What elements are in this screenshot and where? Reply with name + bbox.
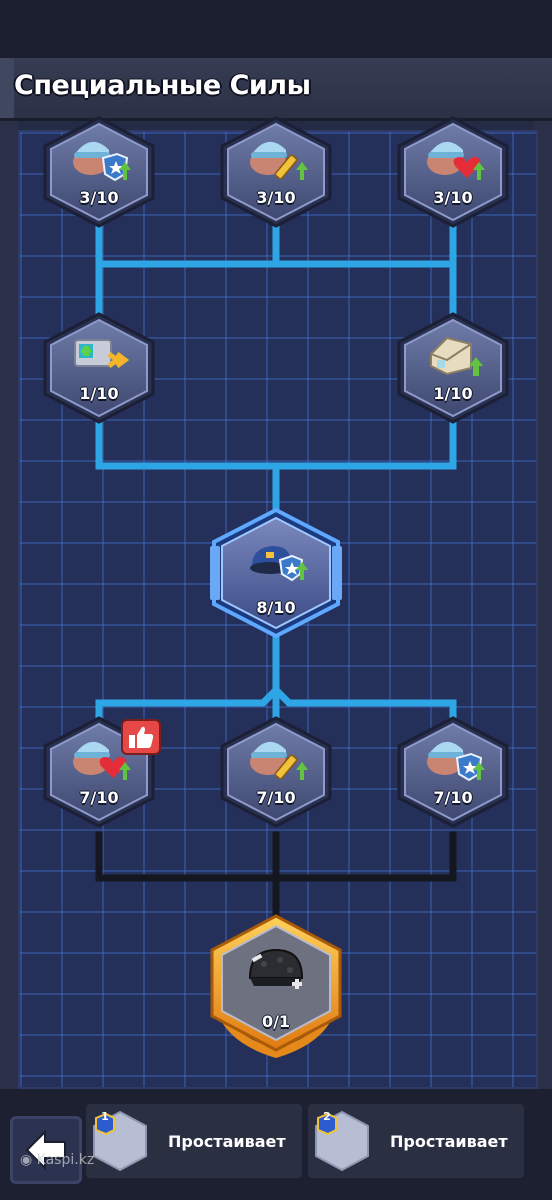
header-accent <box>0 58 14 118</box>
node-level: 1/10 <box>79 384 119 403</box>
building-upgrade-icon <box>430 336 483 376</box>
helmet-fist-sword-icon <box>250 741 308 780</box>
helmet-fist-shield-icon <box>427 741 485 782</box>
builder-slot-2[interactable]: 2 Простаивает <box>308 1104 524 1178</box>
node-level: 7/10 <box>256 788 296 807</box>
helmet-fist-heart-icon <box>73 741 131 780</box>
supply-crate-speed-icon <box>74 339 130 368</box>
builder-slot-1[interactable]: 1 Простаивает <box>86 1104 302 1178</box>
skill-node-center[interactable]: 8/10 <box>210 508 342 638</box>
node-level: 0/1 <box>261 1012 291 1031</box>
skill-node-r4-mid[interactable]: 7/10 <box>218 716 334 828</box>
officer-cap-shield-icon <box>250 546 308 582</box>
node-level: 8/10 <box>256 598 296 617</box>
watermark-logo-icon: ◉ <box>20 1152 37 1168</box>
combat-helmet-icon <box>248 948 304 989</box>
skill-node-r2-left[interactable]: 1/10 <box>41 312 157 424</box>
skill-node-r4-right[interactable]: 7/10 <box>395 716 511 828</box>
skill-node-r1-right[interactable]: 3/10 <box>395 116 511 228</box>
node-level: 1/10 <box>433 384 473 403</box>
node-level: 3/10 <box>256 188 296 207</box>
node-level: 7/10 <box>433 788 473 807</box>
skill-node-r1-mid[interactable]: 3/10 <box>218 116 334 228</box>
node-level: 3/10 <box>433 188 473 207</box>
page-title: Специальные Силы <box>14 70 311 101</box>
slot-hex-icon <box>93 1110 147 1172</box>
helmet-fist-heart-icon <box>427 141 485 180</box>
skill-node-r2-right[interactable]: 1/10 <box>395 312 511 424</box>
node-level: 7/10 <box>79 788 119 807</box>
slot-number: 1 <box>101 1110 109 1123</box>
slot-number: 2 <box>323 1110 331 1123</box>
thumbs-up-icon <box>121 719 161 755</box>
skill-node-r1-left[interactable]: 3/10 <box>41 116 157 228</box>
back-arrow-icon <box>25 1129 66 1171</box>
helmet-fist-shield-icon <box>73 141 131 182</box>
helmet-fist-sword-icon <box>250 141 308 180</box>
board-edge-right <box>534 121 552 1089</box>
board-edge-left <box>0 121 18 1089</box>
skill-node-ultimate[interactable]: 0/1 <box>204 912 348 1062</box>
slot-status: Простаивает <box>168 1132 286 1151</box>
node-level: 3/10 <box>79 188 119 207</box>
slot-status: Простаивает <box>390 1132 508 1151</box>
slot-hex-icon <box>315 1110 369 1172</box>
watermark-text: Kaspi.kz <box>36 1152 95 1168</box>
top-strip <box>0 0 552 58</box>
watermark: ◉ Kaspi.kz <box>20 1152 94 1168</box>
back-button[interactable] <box>10 1116 82 1184</box>
